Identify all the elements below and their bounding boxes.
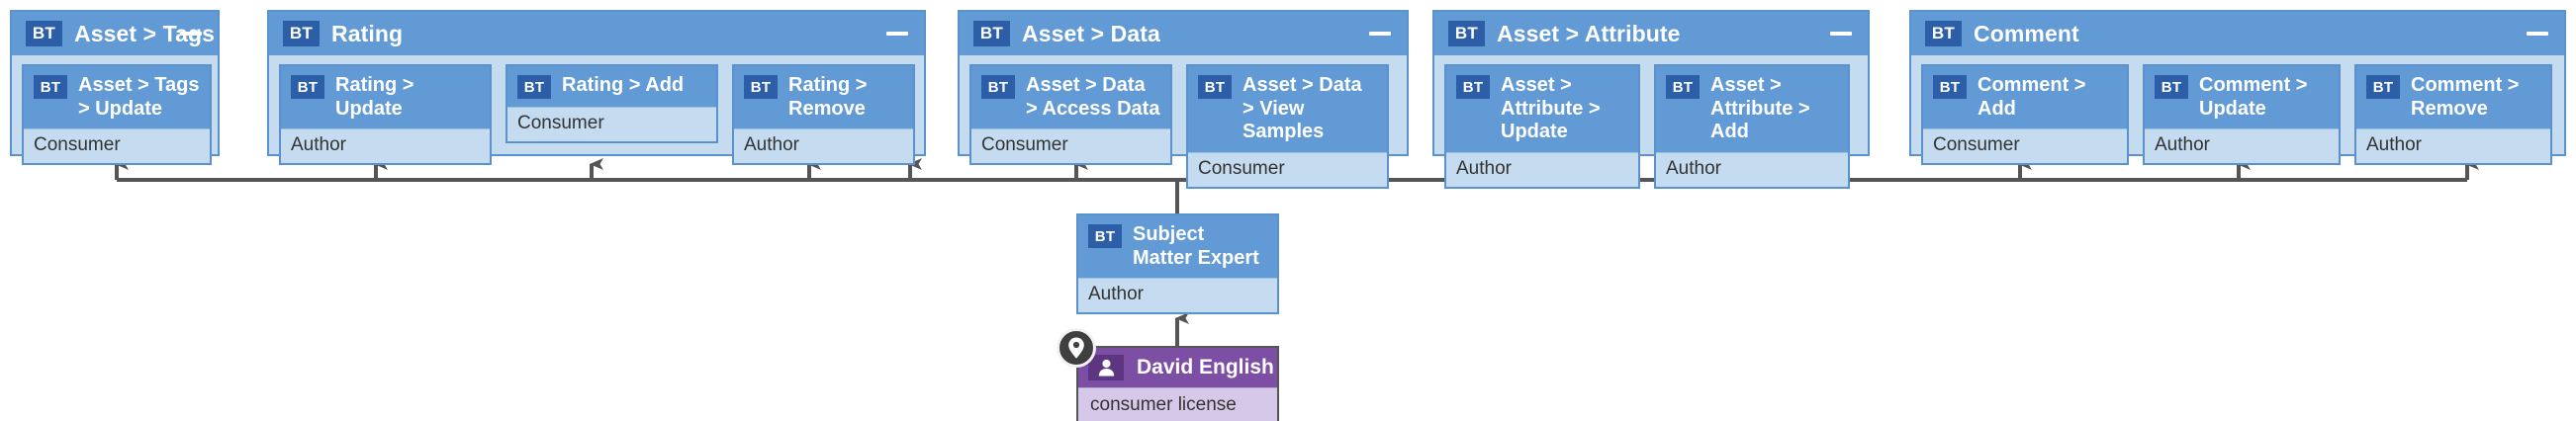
node-title: Comment > Add [1978, 74, 2086, 120]
node-subtitle: Author [1656, 151, 1848, 187]
group-asset-attribute[interactable]: BT Asset > Attribute BT Asset > Attribut… [1432, 10, 1870, 189]
bt-badge-icon: BT [981, 75, 1015, 99]
node-title: Rating > Update [335, 74, 414, 120]
node-title: Asset > Attribute > Update [1501, 74, 1601, 143]
person-name: David English [1137, 356, 1274, 379]
minimize-icon[interactable] [886, 32, 908, 36]
node-title: Comment > Remove [2411, 74, 2520, 120]
node-title: Asset > Data > Access Data [1026, 74, 1160, 120]
minimize-icon[interactable] [1369, 32, 1391, 36]
permission-node[interactable]: BT Comment > Remove Author [2354, 64, 2552, 165]
node-subtitle: Author [1078, 278, 1277, 312]
bt-badge-icon: BT [973, 21, 1010, 46]
node-header: BT Subject Matter Expert [1078, 215, 1277, 279]
node-header: BT Asset > Data > View Samples [1188, 66, 1387, 152]
person-header: David English [1078, 348, 1277, 387]
node-title: Asset > Data > View Samples [1242, 74, 1362, 143]
group-body: BT Rating > Update Author BT Rating > Ad… [269, 55, 924, 177]
permission-node[interactable]: BT Rating > Remove Author [732, 64, 915, 165]
person-card-david-english[interactable]: David English consumer license [1057, 328, 1279, 421]
permission-node[interactable]: BT Rating > Add Consumer [506, 64, 718, 143]
permission-node[interactable]: BT Asset > Tags > Update Consumer [22, 64, 212, 165]
node-header: BT Asset > Data > Access Data [971, 66, 1170, 129]
node-subtitle: Consumer [24, 128, 210, 163]
node-title: Asset > Tags > Update [78, 74, 200, 120]
node-title: Subject Matter Expert [1133, 223, 1259, 269]
permission-node[interactable]: BT Asset > Attribute > Update Author [1444, 64, 1640, 189]
group-body: BT Asset > Tags > Update Consumer [12, 55, 218, 177]
node-title: Asset > Attribute > Add [1710, 74, 1810, 143]
node-subtitle: Author [1446, 151, 1638, 187]
group-comment[interactable]: BT Comment BT Comment > Add Consumer BT … [1909, 10, 2566, 165]
node-title: Rating > Add [562, 74, 685, 96]
group-title: Comment [1974, 20, 2079, 46]
node-subtitle: Author [734, 128, 913, 163]
group-title: Asset > Attribute [1497, 20, 1681, 46]
node-header: BT Rating > Update [281, 66, 490, 129]
node-subtitle: Consumer [1188, 151, 1387, 187]
role-node-subject-matter-expert[interactable]: BT Subject Matter Expert Author [1076, 213, 1279, 314]
node-header: BT Rating > Remove [734, 66, 913, 129]
group-header[interactable]: BT Comment [1911, 12, 2564, 55]
group-body: BT Asset > Attribute > Update Author BT … [1434, 55, 1868, 201]
bt-badge-icon: BT [1448, 21, 1485, 46]
permission-node[interactable]: BT Asset > Data > Access Data Consumer [969, 64, 1172, 165]
bt-badge-icon: BT [1456, 75, 1490, 99]
permission-node[interactable]: BT Rating > Update Author [279, 64, 492, 165]
node-subtitle: Consumer [1923, 128, 2127, 163]
bt-badge-icon: BT [1666, 75, 1700, 99]
group-asset-tags[interactable]: BT Asset > Tags BT Asset > Tags > Update… [10, 10, 220, 165]
node-header: BT Asset > Attribute > Update [1446, 66, 1638, 152]
bt-badge-icon: BT [2155, 75, 2188, 99]
group-title: Rating [331, 20, 404, 46]
map-pin-icon [1057, 328, 1096, 368]
permission-node[interactable]: BT Asset > Data > View Samples Consumer [1186, 64, 1389, 189]
person-license: consumer license [1078, 387, 1277, 421]
bt-badge-icon: BT [2366, 75, 2400, 99]
group-header[interactable]: BT Asset > Data [960, 12, 1407, 55]
node-header: BT Comment > Remove [2356, 66, 2550, 129]
group-header[interactable]: BT Asset > Attribute [1434, 12, 1868, 55]
minimize-icon[interactable] [180, 32, 202, 36]
node-title: Rating > Remove [788, 74, 868, 120]
node-header: BT Asset > Tags > Update [24, 66, 210, 129]
permission-node[interactable]: BT Comment > Update Author [2143, 64, 2341, 165]
group-body: BT Comment > Add Consumer BT Comment > U… [1911, 55, 2564, 177]
permission-node[interactable]: BT Asset > Attribute > Add Author [1654, 64, 1850, 189]
node-subtitle: Author [281, 128, 490, 163]
group-rating[interactable]: BT Rating BT Rating > Update Author BT R… [267, 10, 926, 165]
bt-badge-icon: BT [26, 21, 62, 46]
bt-badge-icon: BT [1925, 21, 1962, 46]
minimize-icon[interactable] [1830, 32, 1852, 36]
node-subtitle: Author [2145, 128, 2339, 163]
group-body: BT Asset > Data > Access Data Consumer B… [960, 55, 1407, 201]
bt-badge-icon: BT [1088, 224, 1122, 248]
node-header: BT Rating > Add [507, 66, 716, 107]
minimize-icon[interactable] [2527, 32, 2548, 36]
bt-badge-icon: BT [291, 75, 324, 99]
bt-badge-icon: BT [283, 21, 320, 46]
node-header: BT Comment > Update [2145, 66, 2339, 129]
group-asset-data[interactable]: BT Asset > Data BT Asset > Data > Access… [958, 10, 1409, 189]
node-title: Comment > Update [2199, 74, 2308, 120]
node-header: BT Comment > Add [1923, 66, 2127, 129]
bt-badge-icon: BT [744, 75, 778, 99]
bt-badge-icon: BT [1933, 75, 1967, 99]
bt-badge-icon: BT [34, 75, 67, 99]
node-subtitle: Author [2356, 128, 2550, 163]
group-header[interactable]: BT Asset > Tags [12, 12, 218, 55]
permission-node[interactable]: BT Comment > Add Consumer [1921, 64, 2129, 165]
bt-badge-icon: BT [1198, 75, 1232, 99]
node-subtitle: Consumer [971, 128, 1170, 163]
person-icon [1088, 355, 1124, 380]
group-header[interactable]: BT Rating [269, 12, 924, 55]
bt-badge-icon: BT [517, 75, 551, 99]
group-title: Asset > Data [1022, 20, 1160, 46]
node-subtitle: Consumer [507, 107, 716, 141]
node-header: BT Asset > Attribute > Add [1656, 66, 1848, 152]
